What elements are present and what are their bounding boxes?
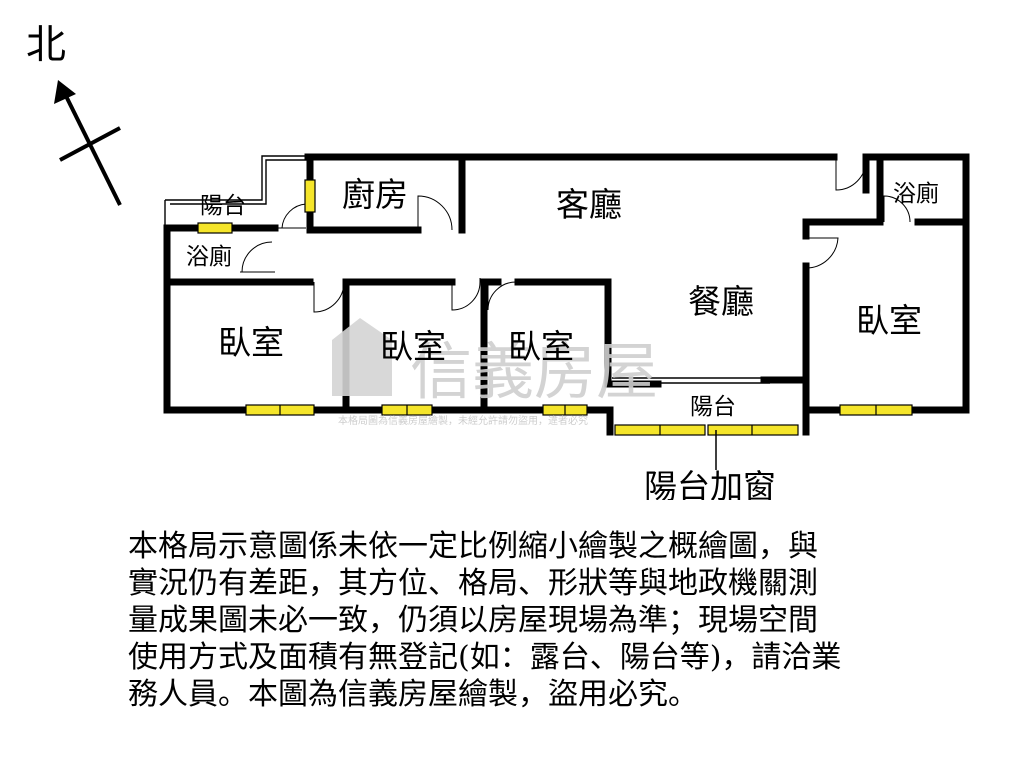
room-label-bath-left: 浴廁 bbox=[186, 244, 232, 270]
window-kitchen bbox=[304, 179, 316, 213]
bath-left-door bbox=[240, 241, 275, 273]
room-label-bedroom-2: 臥室 bbox=[380, 327, 446, 366]
callout: 陽台加窗 bbox=[644, 430, 776, 500]
room-label-dining-room: 餐廳 bbox=[688, 282, 754, 321]
compass: 北 bbox=[26, 22, 122, 206]
north-arrow-icon bbox=[54, 80, 76, 104]
kitchen-door bbox=[417, 195, 453, 231]
disclaimer-line: 實況仍有差距，其方位、格局、形狀等與地政機關測 bbox=[128, 566, 818, 601]
entry-door bbox=[835, 157, 867, 191]
watermark-notice: 本格局圖為信義房屋繪製，未經允許請勿盜用，違者必究 bbox=[338, 414, 588, 427]
watermark: 信義房屋 本格局圖為信義房屋繪製，未經允許請勿盜用，違者必究 bbox=[332, 318, 658, 427]
room-labels: 廚房 客廳 餐廳 陽台 浴廁 浴廁 臥室 臥室 臥室 臥室 陽台 bbox=[186, 175, 939, 420]
floor-plan: 北 bbox=[26, 22, 970, 500]
brand-logo-icon bbox=[332, 318, 392, 396]
window-balcony-bottom-right bbox=[707, 424, 799, 436]
windows bbox=[197, 179, 913, 436]
disclaimer-line: 務人員。本圖為信義房屋繪製，盜用必究。 bbox=[128, 677, 698, 712]
bedroom-4-door bbox=[805, 237, 839, 269]
watermark-brand: 信義房屋 bbox=[410, 335, 658, 408]
room-label-bedroom-3: 臥室 bbox=[508, 327, 574, 366]
bath-right-door bbox=[883, 195, 911, 223]
doors bbox=[240, 157, 911, 313]
bedroom-1-door bbox=[313, 281, 345, 313]
north-label: 北 bbox=[26, 22, 66, 68]
room-label-bedroom-4: 臥室 bbox=[856, 301, 922, 340]
disclaimer: 本格局示意圖係未依一定比例縮小繪製之概繪圖，與 實況仍有差距，其方位、格局、形狀… bbox=[128, 528, 998, 713]
disclaimer-line: 量成果圖未必一致，仍須以房屋現場為準；現場空間 bbox=[128, 603, 818, 638]
room-label-bath-right: 浴廁 bbox=[893, 181, 939, 207]
window-balcony-left bbox=[197, 222, 233, 234]
disclaimer-line: 本格局示意圖係未依一定比例縮小繪製之概繪圖，與 bbox=[128, 529, 818, 564]
callout-label: 陽台加窗 bbox=[644, 467, 776, 500]
room-label-balcony-bottom: 陽台 bbox=[690, 394, 736, 420]
balcony-door bbox=[276, 203, 307, 229]
disclaimer-line: 使用方式及面積有無登記(如：露台、陽台等)，請洽業 bbox=[128, 640, 842, 675]
room-label-balcony-left: 陽台 bbox=[200, 193, 246, 219]
room-label-living-room: 客廳 bbox=[556, 185, 622, 224]
room-label-bedroom-1: 臥室 bbox=[218, 323, 284, 362]
bedroom-3-door bbox=[487, 281, 517, 311]
bedroom-2-door bbox=[451, 278, 481, 311]
room-label-kitchen: 廚房 bbox=[342, 175, 408, 214]
